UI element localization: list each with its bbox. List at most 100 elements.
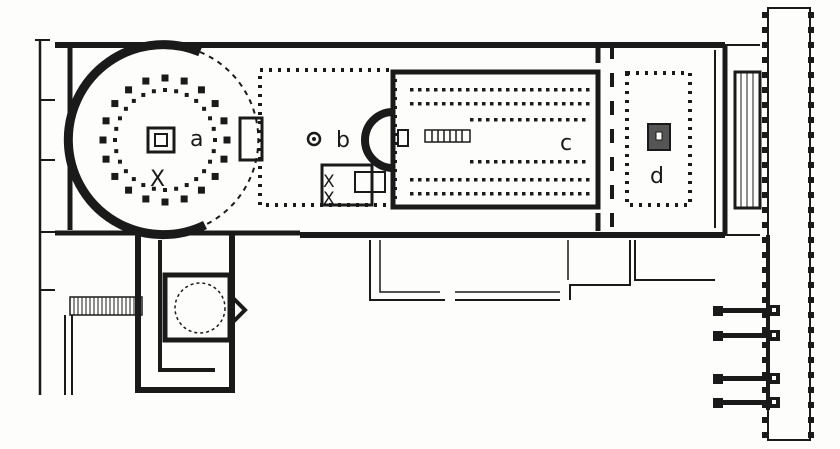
pier — [174, 89, 179, 94]
pier — [762, 327, 768, 333]
pier — [723, 333, 768, 338]
pier — [434, 178, 438, 182]
label-d: d — [650, 164, 664, 189]
pier — [522, 102, 526, 106]
pier — [99, 136, 107, 144]
pier — [180, 77, 188, 85]
pier — [141, 92, 146, 97]
pier — [518, 118, 522, 122]
pier — [762, 357, 768, 363]
pier — [530, 192, 534, 196]
pier — [514, 192, 518, 196]
pier — [466, 102, 470, 106]
pier — [808, 12, 814, 18]
pier — [194, 177, 199, 182]
tomb-aedicule — [146, 126, 176, 154]
pier — [410, 178, 414, 182]
pier — [808, 42, 814, 48]
pier — [762, 387, 768, 393]
pier — [808, 342, 814, 348]
pier — [490, 88, 494, 92]
pier — [514, 178, 518, 182]
pier — [410, 102, 414, 106]
pier — [163, 188, 167, 192]
pier — [808, 327, 814, 333]
pier — [434, 88, 438, 92]
pier — [762, 132, 768, 138]
right-piers — [713, 235, 780, 410]
pier — [506, 192, 510, 196]
pier — [197, 186, 205, 194]
pier — [808, 372, 814, 378]
pier — [470, 118, 474, 122]
pier — [808, 162, 814, 168]
pier — [562, 192, 566, 196]
lower-chapels — [69, 235, 715, 393]
pier — [498, 192, 502, 196]
pier — [434, 102, 438, 106]
pier — [762, 372, 768, 378]
pier — [550, 118, 554, 122]
pier — [562, 88, 566, 92]
pier — [554, 192, 558, 196]
pier — [510, 118, 514, 122]
pier — [762, 117, 768, 123]
pier — [546, 88, 550, 92]
pier — [558, 118, 562, 122]
pier — [125, 86, 133, 94]
pier — [808, 282, 814, 288]
pier — [762, 312, 768, 318]
pier — [546, 178, 550, 182]
pier — [102, 155, 110, 163]
pier — [522, 88, 526, 92]
pier — [458, 192, 462, 196]
pier — [482, 88, 486, 92]
pier — [526, 160, 530, 164]
entrance-stairs — [733, 70, 762, 210]
pier — [808, 222, 814, 228]
pier — [202, 106, 207, 111]
pier — [141, 183, 146, 188]
pier — [450, 102, 454, 106]
pier — [223, 136, 231, 144]
rotunda: a X — [63, 40, 264, 240]
atrium-d: d — [595, 45, 692, 235]
pier — [114, 126, 119, 131]
pier — [582, 118, 586, 122]
pier — [466, 88, 470, 92]
pier — [762, 342, 768, 348]
pier — [486, 118, 490, 122]
pier — [426, 102, 430, 106]
rotunda-colonnade — [99, 74, 231, 206]
pier — [522, 192, 526, 196]
pier — [538, 178, 542, 182]
pier — [723, 376, 768, 381]
pier — [808, 357, 814, 363]
pier — [723, 308, 768, 313]
pier — [808, 27, 814, 33]
pier — [211, 149, 216, 154]
pier — [161, 198, 169, 206]
label-x-court-top: X — [323, 172, 335, 192]
pier — [808, 267, 814, 273]
pier — [578, 192, 582, 196]
pier — [522, 178, 526, 182]
pier — [442, 178, 446, 182]
pier — [125, 186, 133, 194]
pier — [418, 88, 422, 92]
pier — [762, 27, 768, 33]
pier — [466, 178, 470, 182]
pier — [410, 88, 414, 92]
pier — [808, 102, 814, 108]
pier — [562, 102, 566, 106]
pier — [558, 160, 562, 164]
pier — [494, 160, 498, 164]
pier — [808, 402, 814, 408]
pier — [542, 160, 546, 164]
pier — [194, 98, 199, 103]
pier — [211, 172, 219, 180]
pier — [762, 432, 768, 438]
courtyard-b: b X X — [258, 68, 397, 209]
pier — [151, 89, 156, 94]
pier — [458, 102, 462, 106]
